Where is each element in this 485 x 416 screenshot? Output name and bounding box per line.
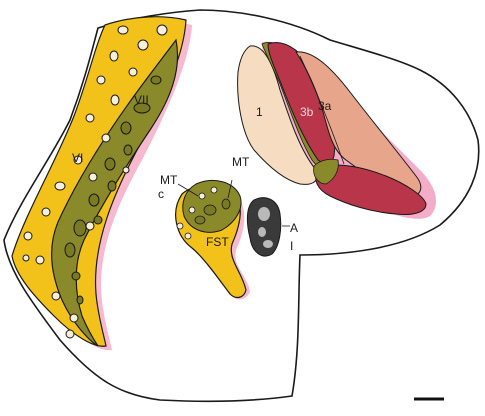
cell	[97, 76, 105, 84]
cell	[55, 182, 65, 190]
label-mt: MT	[232, 155, 250, 169]
cell	[72, 272, 80, 280]
cell	[74, 220, 86, 236]
cell	[258, 207, 270, 221]
cell	[89, 173, 97, 181]
cell	[118, 26, 128, 34]
label-area-1: 1	[256, 105, 263, 119]
cell	[24, 232, 32, 240]
cell	[124, 145, 132, 155]
label-area-3a: 3a	[318, 99, 332, 113]
cell	[77, 296, 83, 304]
label-fst: FST	[206, 235, 229, 249]
cell	[138, 40, 148, 50]
cell	[204, 205, 216, 215]
label-mt-c: MT	[160, 173, 178, 187]
cell	[211, 187, 217, 193]
label-vi: VI	[72, 151, 83, 165]
cell	[258, 227, 266, 237]
label-a: A	[290, 221, 298, 235]
cell	[102, 134, 110, 142]
cell	[52, 292, 60, 300]
cell	[123, 167, 129, 173]
label-c: c	[158, 187, 164, 201]
cell	[263, 240, 273, 248]
cell	[42, 208, 50, 216]
cell	[86, 114, 94, 122]
cell	[185, 233, 191, 239]
label-area-3b: 3b	[300, 105, 314, 119]
cell	[157, 25, 167, 35]
cell	[177, 223, 183, 229]
cell	[89, 194, 99, 206]
label-vii: VII	[134, 93, 149, 107]
cell	[94, 216, 102, 224]
dark-nucleus	[247, 198, 280, 256]
cell	[129, 68, 137, 76]
cell	[23, 255, 29, 261]
cell	[199, 193, 205, 199]
cell	[36, 256, 44, 264]
cell	[111, 95, 119, 105]
cell	[189, 207, 195, 213]
cell	[66, 330, 74, 338]
cell	[86, 222, 94, 230]
cell	[108, 181, 116, 191]
cell	[195, 216, 205, 224]
cell	[110, 51, 118, 61]
cell	[151, 76, 161, 84]
cell	[65, 243, 75, 257]
cell	[121, 122, 131, 134]
cell	[70, 314, 78, 322]
cell	[222, 199, 230, 209]
cell	[105, 158, 115, 170]
label-i: I	[290, 239, 293, 253]
